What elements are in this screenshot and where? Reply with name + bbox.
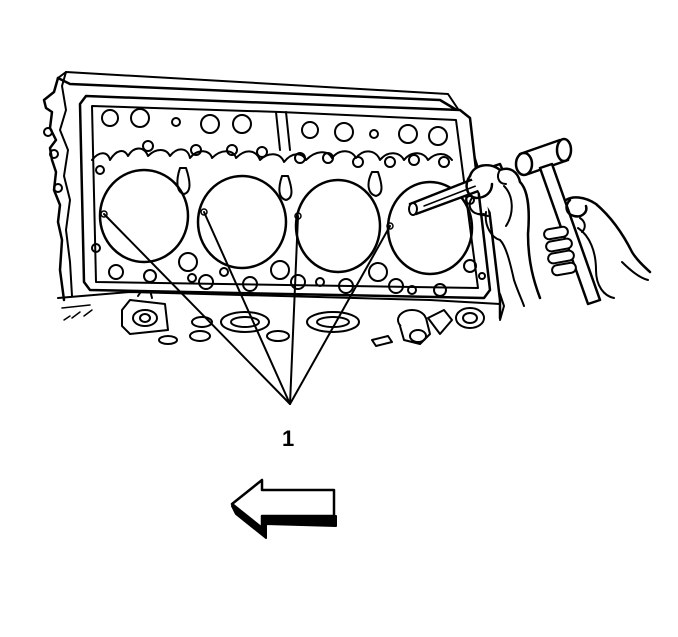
head-gasket: [78, 94, 492, 300]
left-arrow-icon: [230, 478, 337, 539]
gasket-top-holes: [95, 108, 450, 201]
cylinder-bore-3: [294, 178, 382, 274]
callout-number: 1: [282, 426, 294, 451]
cylinder-bores: [98, 168, 474, 276]
gasket-bottom-holes: [91, 195, 486, 297]
right-hand: [543, 196, 652, 299]
callout-leader-lines: [103, 211, 391, 405]
left-hand: [465, 163, 542, 307]
cylinder-bore-1: [98, 168, 190, 264]
cylinder-bore-2: [196, 174, 288, 270]
